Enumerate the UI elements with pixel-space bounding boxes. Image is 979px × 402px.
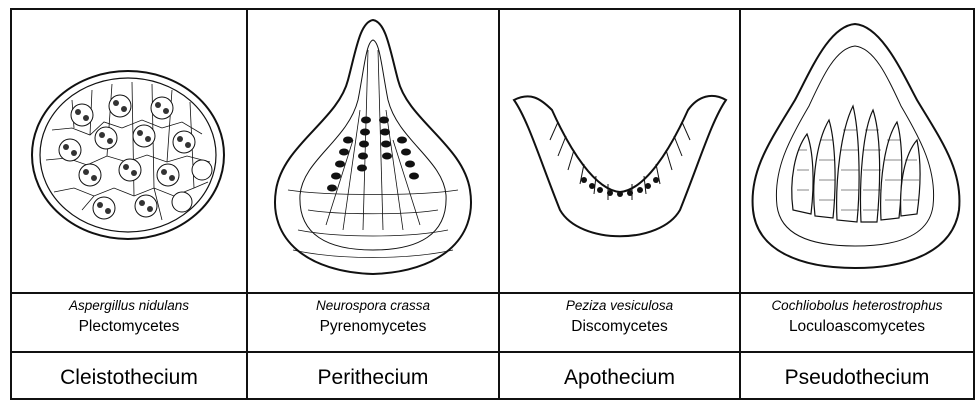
species-name: Peziza vesiculosa: [500, 298, 739, 314]
pseudothecium-drawing: [741, 10, 973, 292]
label-cell-2: Neurospora crassa Pyrenomycetes: [248, 298, 498, 336]
cleistothecium-drawing: [12, 10, 246, 292]
structure-name: Perithecium: [248, 366, 498, 390]
group-name: Pyrenomycetes: [248, 318, 498, 336]
perithecium-drawing: [248, 10, 498, 292]
group-name: Discomycetes: [500, 318, 739, 336]
figure-table-frame: Aspergillus nidulans Plectomycetes Neuro…: [10, 8, 975, 400]
species-name: Cochliobolus heterostrophus: [741, 298, 973, 314]
structure-name: Cleistothecium: [12, 366, 246, 390]
structure-name: Pseudothecium: [741, 366, 973, 390]
structure-name: Apothecium: [500, 366, 739, 390]
apothecium-drawing: [500, 10, 739, 292]
group-name: Plectomycetes: [12, 318, 246, 336]
label-cell-1: Aspergillus nidulans Plectomycetes: [12, 298, 246, 336]
group-name: Loculoascomycetes: [741, 318, 973, 336]
species-name: Neurospora crassa: [248, 298, 498, 314]
row-divider: [12, 292, 973, 294]
row-divider: [12, 351, 973, 353]
label-cell-4: Cochliobolus heterostrophus Loculoascomy…: [741, 298, 973, 336]
species-name: Aspergillus nidulans: [12, 298, 246, 314]
label-cell-3: Peziza vesiculosa Discomycetes: [500, 298, 739, 336]
